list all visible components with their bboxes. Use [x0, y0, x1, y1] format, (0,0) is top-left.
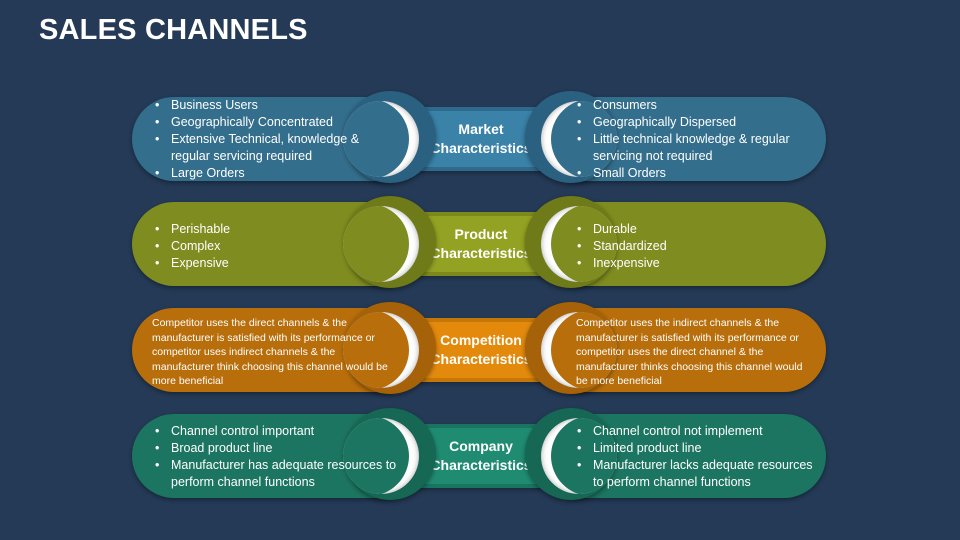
- left-paragraph: Competitor uses the direct channels & th…: [152, 317, 388, 388]
- label-line-2: Characteristics: [430, 351, 532, 367]
- right-list: Durable Standardized Inexpensive: [572, 221, 822, 272]
- label-line-2: Characteristics: [430, 140, 532, 156]
- left-list: Business Users Geographically Concentrat…: [150, 97, 400, 182]
- list-item: Expensive: [150, 255, 400, 272]
- list-item: Complex: [150, 238, 400, 255]
- list-item: Limited product line: [572, 440, 822, 457]
- list-item: Inexpensive: [572, 255, 822, 272]
- list-item: Geographically Dispersed: [572, 114, 822, 131]
- list-item: Geographically Concentrated: [150, 114, 400, 131]
- right-crescent-icon: [541, 312, 617, 388]
- list-item: Perishable: [150, 221, 400, 238]
- list-item: Consumers: [572, 97, 822, 114]
- list-item: Channel control important: [150, 423, 400, 440]
- list-item: Durable: [572, 221, 822, 238]
- label-line-1: Company: [449, 438, 513, 454]
- list-item: Little technical knowledge & regular ser…: [572, 131, 822, 165]
- list-item: Manufacturer lacks adequate resources to…: [572, 457, 822, 491]
- label-line-1: Competition: [440, 332, 522, 348]
- label-line-2: Characteristics: [430, 245, 532, 261]
- list-item: Business Users: [150, 97, 400, 114]
- list-item: Standardized: [572, 238, 822, 255]
- label-line-1: Market: [458, 121, 504, 137]
- label-line-1: Product: [454, 226, 508, 242]
- left-list: Channel control important Broad product …: [150, 423, 400, 491]
- list-item: Extensive Technical, knowledge & regular…: [150, 131, 400, 165]
- slide-title: SALES CHANNELS: [39, 14, 308, 46]
- right-paragraph: Competitor uses the indirect channels & …: [576, 317, 803, 388]
- list-item: Manufacturer has adequate resources to p…: [150, 457, 400, 491]
- list-item: Large Orders: [150, 165, 400, 182]
- left-list: Perishable Complex Expensive: [150, 221, 400, 272]
- right-list: Channel control not implement Limited pr…: [572, 423, 822, 491]
- list-item: Broad product line: [150, 440, 400, 457]
- right-list: Consumers Geographically Dispersed Littl…: [572, 97, 822, 182]
- list-item: Small Orders: [572, 165, 822, 182]
- list-item: Channel control not implement: [572, 423, 822, 440]
- label-line-2: Characteristics: [430, 457, 532, 473]
- left-crescent-icon: [343, 312, 419, 388]
